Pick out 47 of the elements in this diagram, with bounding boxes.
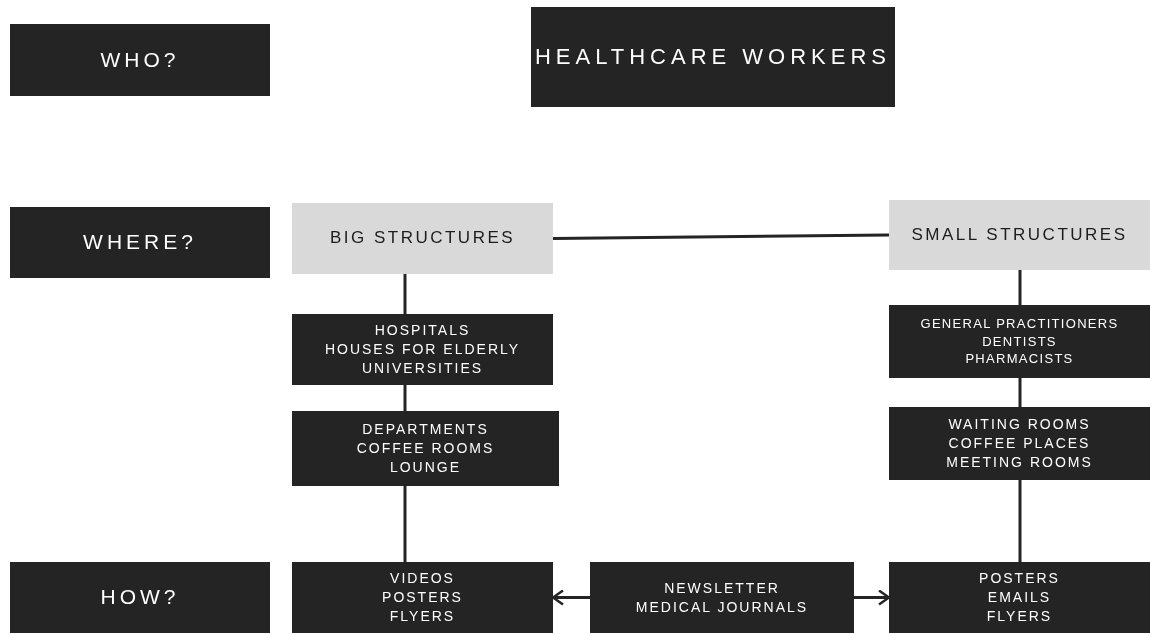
connector-line [1018, 270, 1022, 305]
list-item: HOUSES FOR ELDERLY [324, 340, 521, 359]
row-label [10, 562, 270, 633]
list-item: EMAILS [987, 588, 1052, 607]
list-item: HOSPITALS [374, 321, 471, 341]
category-box [292, 203, 553, 274]
connector-line [1018, 480, 1022, 562]
list-item: DENTISTS [982, 332, 1057, 351]
list-item: POSTERS [382, 588, 463, 607]
row-label [10, 207, 270, 278]
list-item: WAITING ROOMS [948, 415, 1091, 435]
category-text: SMALL STRUCTURES [911, 223, 1128, 246]
list-item: UNIVERSITIES [361, 358, 484, 378]
list-item: COFFEE PLACES [948, 434, 1091, 453]
list-box [292, 314, 553, 385]
list-item: VIDEOS [390, 569, 455, 589]
list-item: POSTERS [979, 569, 1060, 589]
list-box [889, 305, 1150, 378]
list-item: LOUNGE [389, 457, 462, 477]
list-item: FLYERS [986, 606, 1053, 626]
list-box [292, 562, 553, 633]
list-box [889, 407, 1150, 480]
list-box [889, 562, 1150, 633]
list-item: GENERAL PRACTITIONERS [920, 315, 1119, 333]
connector-line [1018, 378, 1022, 407]
connector-line [403, 274, 407, 314]
category-box [889, 200, 1150, 270]
list-box [590, 562, 854, 633]
list-item: DEPARTMENTS [362, 420, 489, 440]
list-item: MEDICAL JOURNALS [635, 597, 809, 617]
list-item: COFFEE ROOMS [356, 439, 495, 458]
row-label [10, 24, 270, 96]
arrow [854, 589, 891, 606]
list-item: MEETING ROOMS [946, 452, 1093, 472]
list-item: PHARMACISTS [965, 350, 1074, 368]
list-item: FLYERS [389, 606, 456, 626]
title-text: HEALTHCARE WORKERS [534, 43, 892, 72]
question-text: WHERE? [83, 229, 197, 256]
title-box [531, 7, 895, 107]
connector-line [403, 385, 407, 411]
category-text: BIG STRUCTURES [329, 227, 516, 250]
connector-line [403, 486, 407, 562]
connector-line [553, 233, 889, 240]
list-item: NEWSLETTER [664, 578, 780, 598]
question-text: HOW? [100, 584, 180, 611]
list-box [292, 411, 559, 486]
question-text: WHO? [100, 46, 180, 73]
